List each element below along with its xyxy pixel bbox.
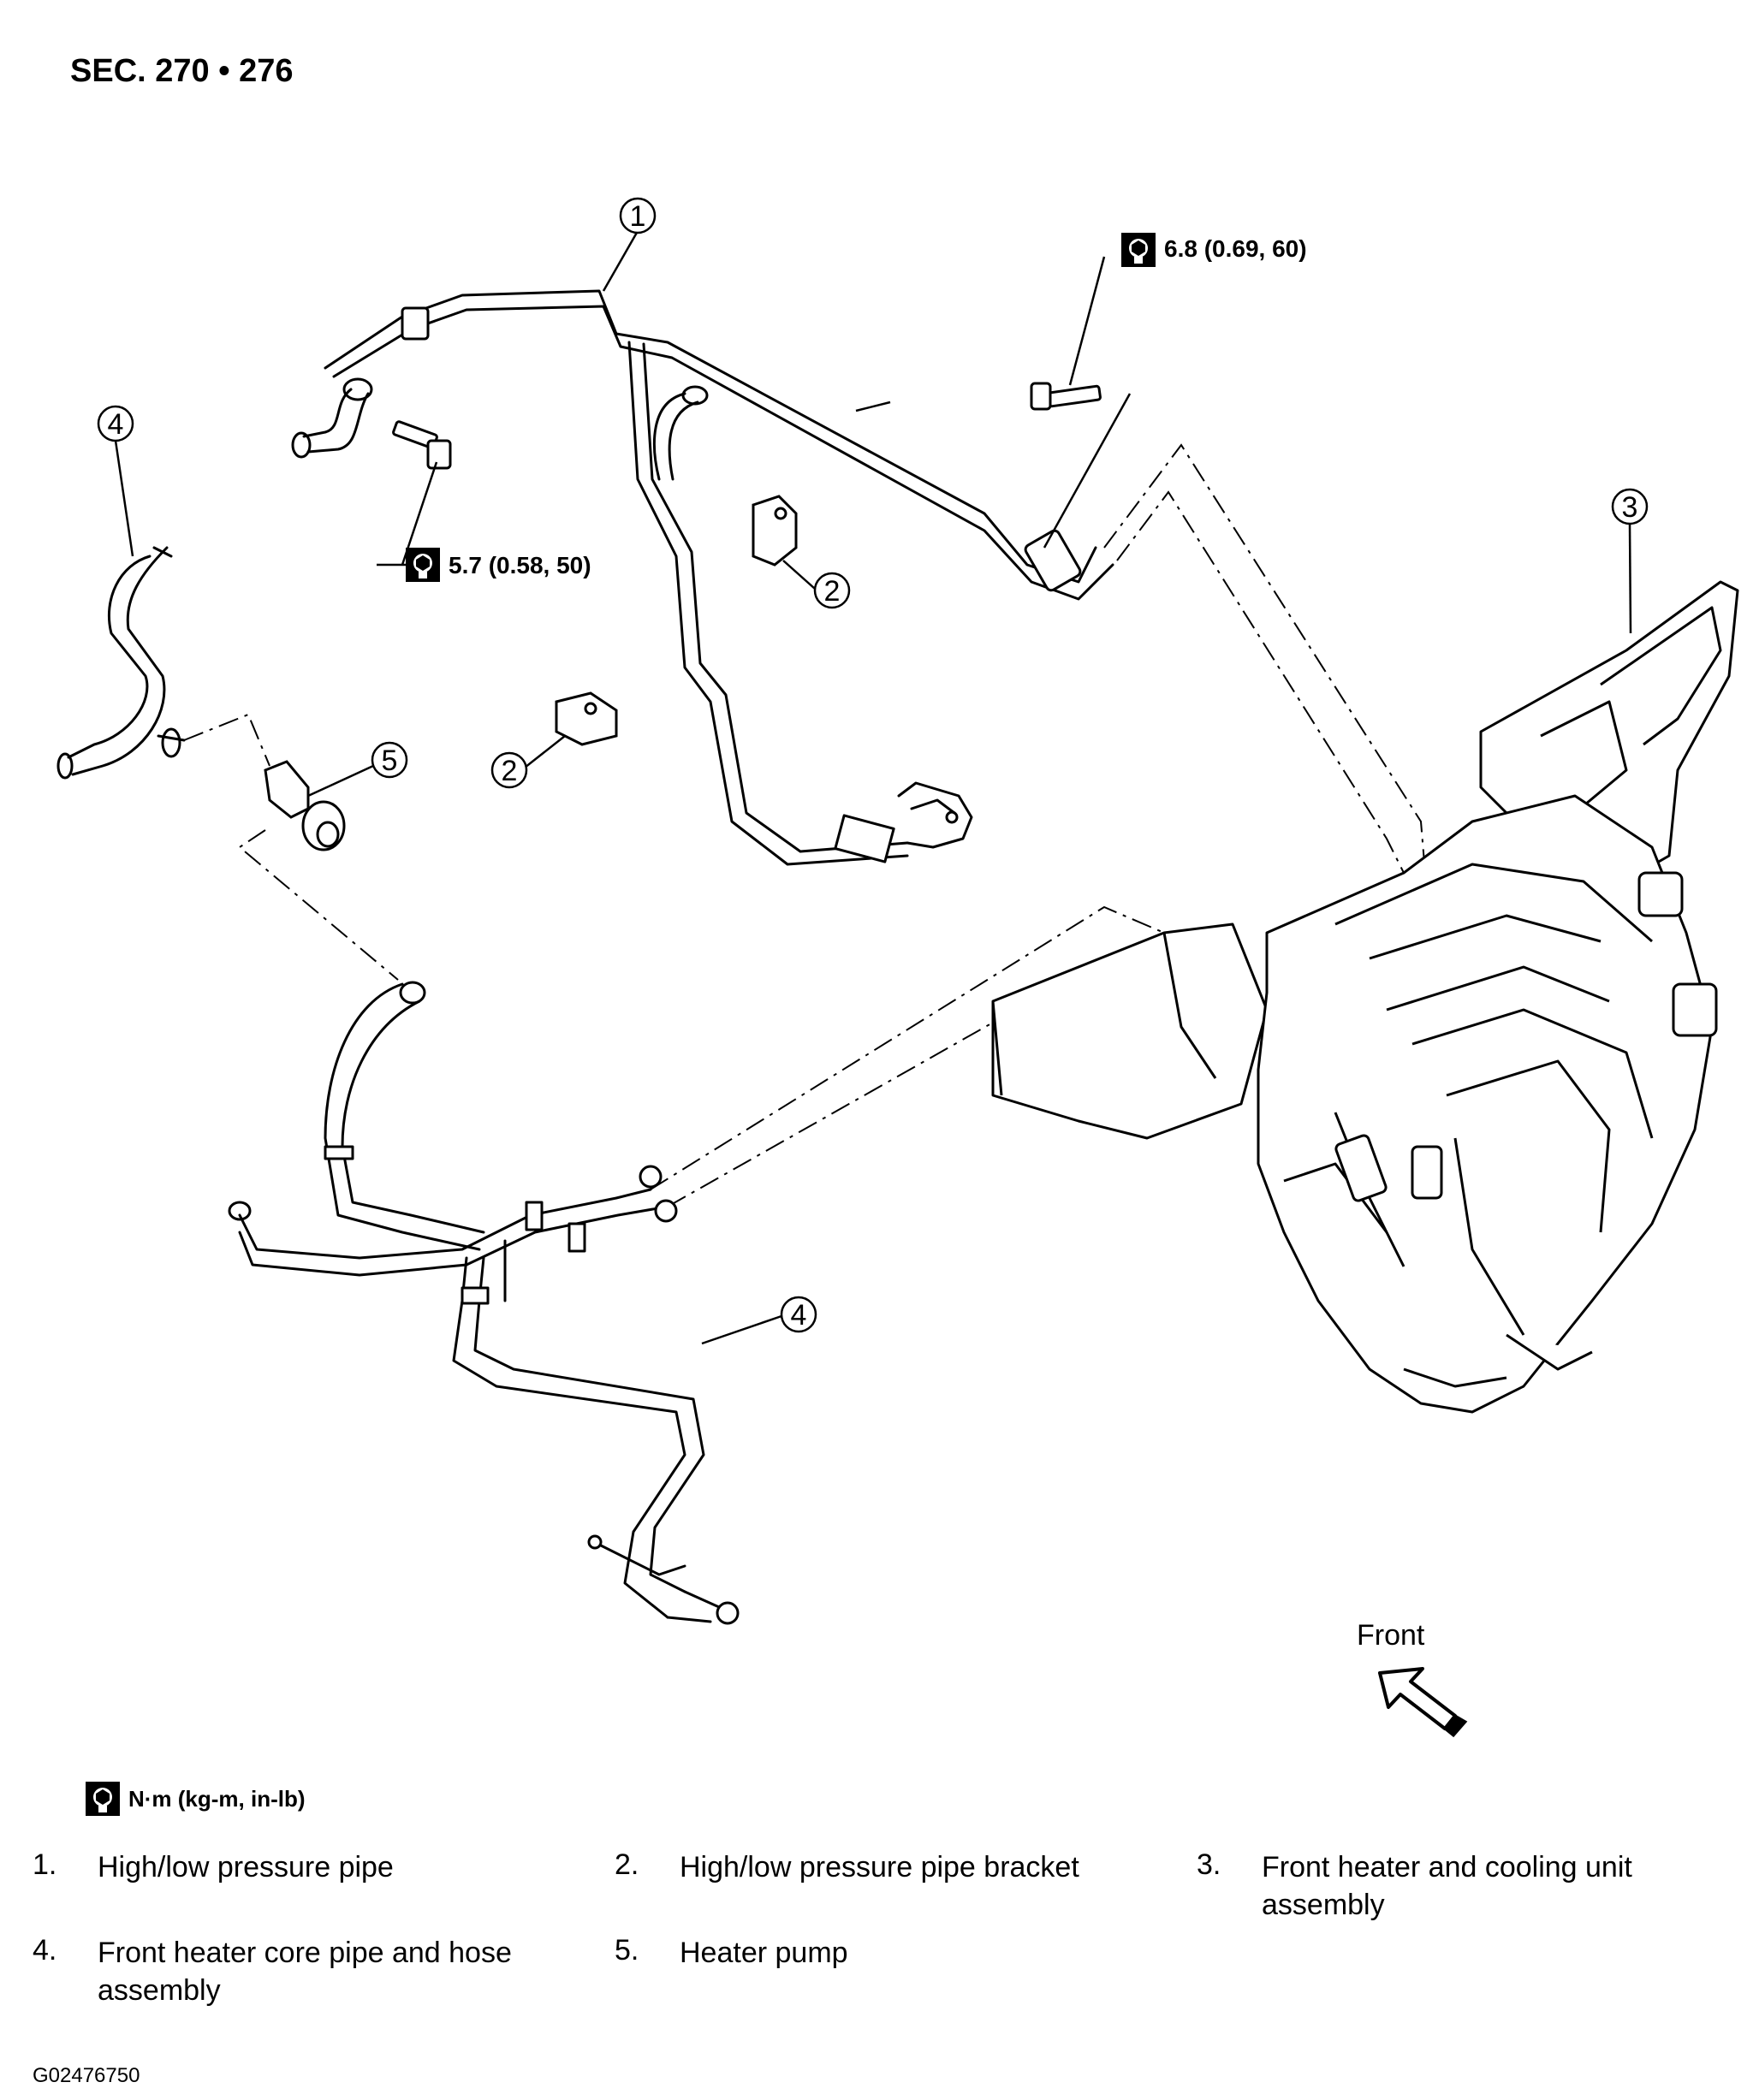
pipe-bracket-upper — [752, 495, 798, 567]
front-arrow-icon — [1378, 1667, 1457, 1730]
svg-text:4: 4 — [108, 408, 124, 441]
front-direction: Front — [1357, 1619, 1468, 1738]
callout-4-upper: 4 — [97, 405, 134, 557]
svg-text:2: 2 — [824, 575, 841, 608]
legend-number: 2. — [615, 1848, 639, 1881]
legend-text: Heater pump — [680, 1937, 848, 1969]
svg-text:3: 3 — [1622, 491, 1638, 524]
bolt-upper-right — [1030, 382, 1102, 411]
torque-units-legend: N·m (kg-m, in-lb) — [86, 1782, 306, 1816]
legend-text: Front heater and cooling unit assembly — [1262, 1851, 1632, 1921]
section-title: SEC. 270 • 276 — [70, 53, 294, 89]
torque-spec-lower: 5.7 (0.58, 50) — [406, 548, 591, 582]
bolt-upper-left — [392, 420, 452, 470]
callout-5: 5 — [307, 741, 408, 798]
figure-id: G02476750 — [33, 2064, 140, 2087]
pipe-bracket-lower — [555, 691, 618, 746]
legend-number: 3. — [1197, 1848, 1221, 1881]
torque-wrench-icon — [1121, 233, 1156, 267]
svg-text:Front: Front — [1357, 1619, 1425, 1652]
legend-text: Front heater core pipe and hose assembly — [98, 1937, 512, 2007]
callout-4-lower: 4 — [701, 1296, 817, 1345]
legend-text: High/low pressure pipe — [98, 1851, 394, 1883]
high-low-pressure-pipe — [291, 289, 1114, 866]
svg-text:5.7 (0.58, 50): 5.7 (0.58, 50) — [449, 552, 591, 578]
callout-3: 3 — [1611, 488, 1649, 634]
heater-core-pipe-assembly — [228, 981, 740, 1625]
svg-text:6.8 (0.69, 60): 6.8 (0.69, 60) — [1164, 235, 1307, 262]
legend-number: 4. — [33, 1934, 57, 1967]
callout-1: 1 — [602, 197, 657, 292]
legend-text: High/low pressure pipe bracket — [680, 1851, 1079, 1883]
torque-units-text: N·m (kg-m, in-lb) — [128, 1785, 306, 1812]
svg-text:5: 5 — [382, 744, 398, 777]
torque-wrench-icon — [86, 1782, 120, 1816]
heater-cooling-unit — [991, 580, 1739, 1414]
svg-text:2: 2 — [502, 755, 518, 787]
svg-text:1: 1 — [630, 200, 646, 233]
torque-spec-upper: 6.8 (0.69, 60) — [1121, 233, 1307, 267]
torque-wrench-icon — [406, 548, 440, 582]
heater-hose-upper-left — [56, 546, 186, 780]
legend-number: 1. — [33, 1848, 57, 1881]
svg-text:4: 4 — [791, 1299, 807, 1332]
callout-2-upper: 2 — [782, 560, 851, 609]
legend-number: 5. — [615, 1934, 639, 1967]
heater-pump — [264, 760, 346, 851]
callout-2-lower: 2 — [490, 735, 566, 789]
